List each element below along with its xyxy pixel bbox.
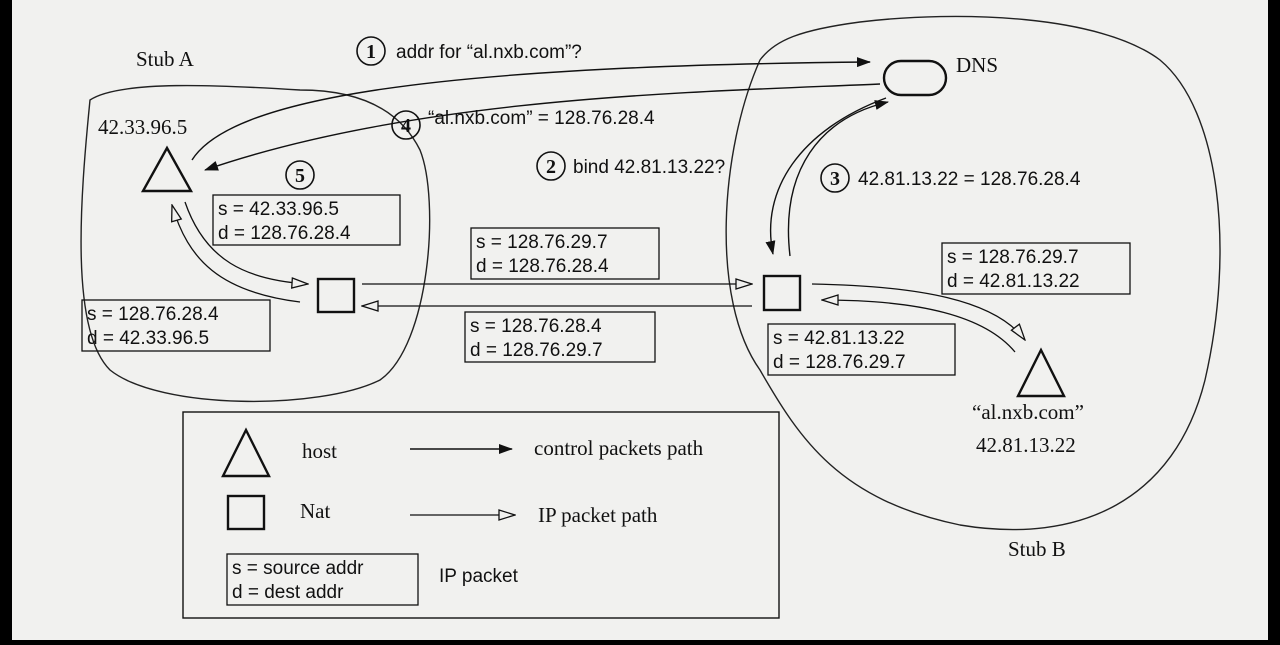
step-1: 1 addr for “al.nxb.com”? [356,36,582,66]
legend: host control packets path Nat IP packet … [182,411,780,619]
packet-source: s = 128.76.28.4 [87,304,219,325]
step-1-text: addr for “al.nxb.com”? [396,42,582,63]
stub-b-label: Stub B [1008,537,1066,561]
packet-source: s = 128.76.29.7 [476,232,608,253]
legend-packet-label: IP packet [439,566,519,587]
host-b-ip: 42.81.13.22 [976,433,1076,457]
control-arrow-bind [765,97,887,255]
legend-packet-box [226,553,419,606]
ip-arrow-nat-a-to-host-a [172,205,301,303]
ip-arrow-host-a-to-nat-a [184,201,308,284]
legend-packet-source: s = source addr [232,558,364,579]
step-4-text: “al.nxb.com” = 128.76.28.4 [428,108,655,129]
step-5-number: 5 [295,165,305,187]
packet-dest: d = 128.76.29.7 [470,340,603,361]
host-b-name: “al.nxb.com” [972,400,1084,424]
legend-packet-dest: d = dest addr [232,582,344,603]
step-2-number: 2 [546,156,556,178]
host-a-icon [140,145,194,193]
legend-frame [182,411,780,619]
legend-host-icon [221,427,271,478]
legend-control-label: control packets path [534,436,704,460]
step-4: 4 “al.nxb.com” = 128.76.28.4 [391,108,655,140]
control-arrow-bind-reply [787,100,889,257]
host-a-ip: 42.33.96.5 [98,115,187,139]
packet-dest: d = 128.76.28.4 [476,256,609,277]
legend-ip-label: IP packet path [538,503,658,527]
stub-b-region [725,15,1221,531]
step-2-text: bind 42.81.13.22? [573,157,725,178]
packet-dest: d = 42.81.13.22 [947,271,1080,292]
packet-dest: d = 128.76.29.7 [773,352,906,373]
ip-arrow-host-b-to-nat-b [822,300,1016,353]
packet-box-host-b-out: s = 42.81.13.22 d = 128.76.29.7 [767,323,956,376]
packet-source: s = 128.76.29.7 [947,247,1079,268]
ip-arrow-nat-b-to-host-b [811,283,1025,340]
packet-dest: d = 128.76.28.4 [218,223,351,244]
packet-box-host-a-out: s = 42.33.96.5 d = 128.76.28.4 [212,194,401,246]
legend-nat-icon [226,494,266,531]
packet-source: s = 42.33.96.5 [218,199,339,220]
step-2: 2 bind 42.81.13.22? [536,151,725,181]
nat-b-icon [762,274,802,312]
stub-a-label: Stub A [136,47,195,71]
stub-a-region [80,84,431,403]
control-arrow-reply [204,83,881,171]
legend-nat-label: Nat [300,499,330,523]
paper-background [12,0,1268,640]
step-1-number: 1 [366,41,376,63]
packet-box-host-b-in: s = 128.76.29.7 d = 42.81.13.22 [941,242,1131,295]
packet-box-host-a-in: s = 128.76.28.4 d = 42.33.96.5 [81,299,271,352]
control-arrow-query [191,57,871,161]
dns-label: DNS [956,53,998,77]
step-5: 5 [285,160,315,190]
step-3-number: 3 [830,168,840,190]
host-b-icon [1016,347,1066,398]
step-4-number: 4 [401,115,411,137]
packet-box-transit-in: s = 128.76.28.4 d = 128.76.29.7 [464,311,656,363]
packet-box-transit-out: s = 128.76.29.7 d = 128.76.28.4 [470,227,660,280]
nat-a-icon [316,277,356,314]
packet-dest: d = 42.33.96.5 [87,328,209,349]
packet-source: s = 128.76.28.4 [470,316,602,337]
packet-source: s = 42.81.13.22 [773,328,905,349]
legend-host-label: host [302,439,337,463]
step-3: 3 42.81.13.22 = 128.76.28.4 [820,163,1081,193]
dns-server-icon [882,59,948,97]
step-3-text: 42.81.13.22 = 128.76.28.4 [858,169,1081,190]
